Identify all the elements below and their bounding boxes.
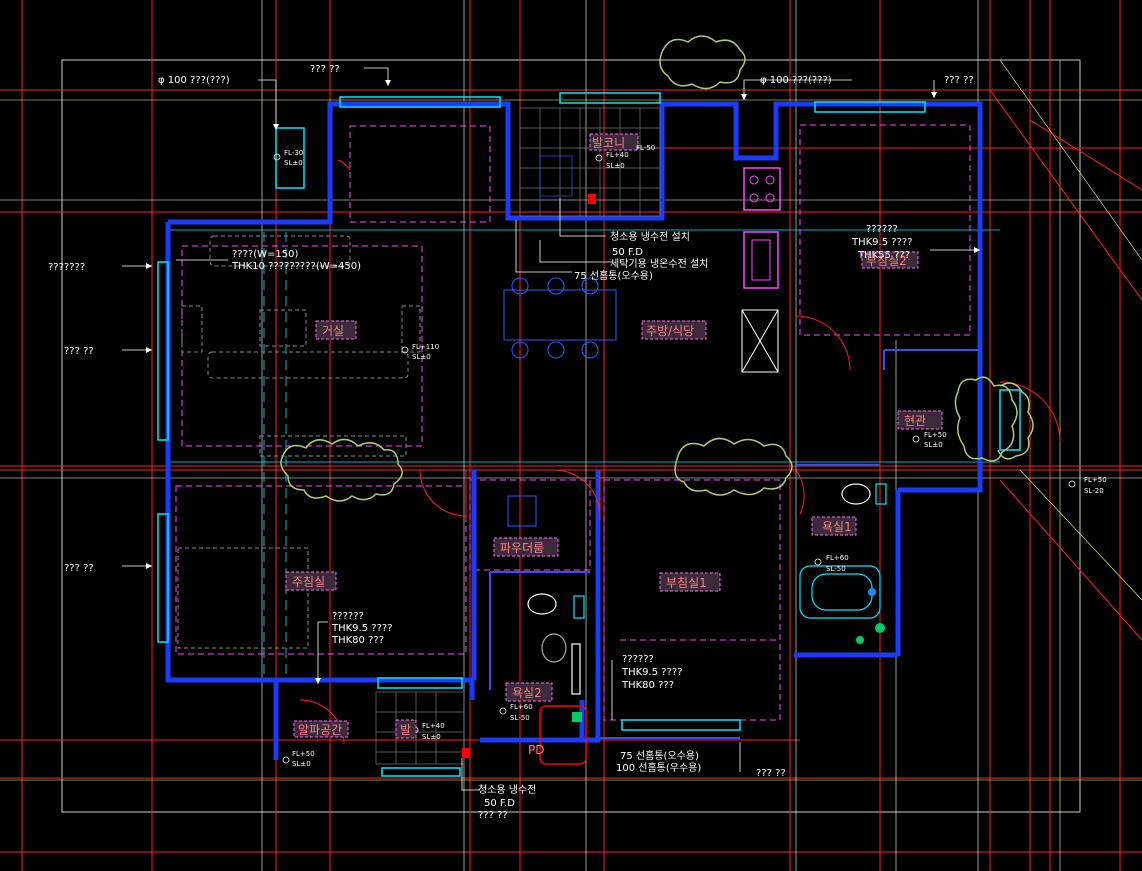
level-fl-p60-bath1: FL+60 <box>826 554 849 562</box>
level-markers <box>273 153 1076 764</box>
room-boundaries <box>175 124 971 721</box>
level-sl-m50-bath1: SL-50 <box>826 565 846 573</box>
level-fl-p110: FL+110 <box>412 343 439 351</box>
room-labels: 거실 주방/식당 파우더룸 주침실 부침실1 욕실1 욕실2 현관 발코니 발 … <box>285 133 943 757</box>
arrow-ticks <box>146 80 980 684</box>
note-br-thk55: THK55 ??? <box>857 250 910 261</box>
room-bath2-label: 욕실2 <box>512 686 542 700</box>
level-sl-0-e: SL±0 <box>292 760 311 768</box>
level-fl-p60-bath2: FL+60 <box>510 703 533 711</box>
room-pd-label: PD <box>528 743 544 757</box>
note-clean-cold: 청소용 냉수전 설치 <box>610 231 690 243</box>
note-top-q1: ??? ?? <box>310 64 340 75</box>
equipment-markers <box>462 194 885 758</box>
annotations: φ 100 ???(???) ??? ?? φ 100 ???(???) ???… <box>48 64 974 821</box>
level-sl-m20: SL-20 <box>1084 487 1104 495</box>
level-fl-m50-top: FL-50 <box>636 144 655 152</box>
note-fd50: 50 F.D <box>612 247 643 258</box>
note-top-right-q: ??? ?? <box>944 75 974 86</box>
level-fl-p40-balcony: FL+40 <box>422 722 445 730</box>
note-clean-cold2: 청소용 냉수전 <box>478 784 536 796</box>
note-mid-thk95: THK9.5 ???? <box>331 623 393 634</box>
note-br-thk95: THK9.5 ???? <box>851 237 913 248</box>
room-bath1-label: 욕실1 <box>822 520 852 534</box>
room-powder-label: 파우더룸 <box>500 541 544 555</box>
note-left-q2: ??? ?? <box>64 346 94 357</box>
note-br-q: ?????? <box>866 224 898 235</box>
level-fl-p50-entrance: FL+50 <box>924 431 947 439</box>
note-drain100: 100 선홈통(우수용) <box>616 761 701 774</box>
level-fl-p50-right: FL+50 <box>1084 476 1107 484</box>
door-swings <box>299 159 1061 745</box>
kitchen-counter <box>741 167 781 373</box>
walls <box>165 101 983 760</box>
note-fd50b: 50 F.D <box>484 798 515 809</box>
balcony-tiles <box>375 107 661 765</box>
note-drain75: 75 선홈통(오수용) <box>574 269 653 282</box>
level-sl-m50-bath2: SL-50 <box>510 714 530 722</box>
dining-set <box>503 277 617 527</box>
note-left-q3: ??? ?? <box>64 563 94 574</box>
furniture <box>177 235 421 649</box>
level-sl-0-b: SL±0 <box>606 162 625 170</box>
note-mid-thk80: THK80 ??? <box>331 635 384 646</box>
level-sl-0-f: SL±0 <box>422 733 441 741</box>
level-sl-0-c: SL±0 <box>412 353 431 361</box>
leader-lines <box>122 67 980 791</box>
planting <box>280 35 1034 502</box>
note-bottom-q: ??? ?? <box>756 768 786 779</box>
level-fl-p40: FL+40 <box>606 151 629 159</box>
level-fl-p50-alpha: FL+50 <box>292 750 315 758</box>
windows <box>157 92 1021 777</box>
note-insul-w150: ????(W=150) <box>232 249 298 260</box>
room-master-label: 주침실 <box>292 575 325 589</box>
note-top-left-pipe: φ 100 ???(???) <box>158 75 230 86</box>
inner-walls <box>489 349 980 739</box>
note-low-thk95: THK9.5 ???? <box>621 667 683 678</box>
room-kitchen-label: 주방/식당 <box>646 324 694 338</box>
note-washer: 세탁기용 냉온수전 설치 <box>610 258 708 270</box>
note-bottom-q2: ??? ?? <box>478 810 508 821</box>
note-left-q1: ??????? <box>48 262 85 273</box>
note-low-q: ?????? <box>622 654 654 665</box>
note-mid-q: ?????? <box>332 611 364 622</box>
room-balcony-bottom-label: 발 <box>400 723 411 737</box>
note-top-right-pipe: φ 100 ???(???) <box>760 75 832 86</box>
room-living-label: 거실 <box>322 324 344 338</box>
bath-fixtures <box>527 483 887 765</box>
note-low-thk80: THK80 ??? <box>621 680 674 691</box>
note-insul-thk10: THK10 ?????????(W=450) <box>231 261 361 272</box>
level-texts: FL-30 SL±0 FL+40 SL±0 FL-50 FL+110 SL±0 … <box>284 144 1107 768</box>
room-balcony-top-label: 발코니 <box>592 136 625 150</box>
level-sl-0-a: SL±0 <box>284 159 303 167</box>
room-entrance-label: 현관 <box>904 414 926 428</box>
room-bed1-label: 부침실1 <box>666 576 707 590</box>
level-sl-0-d: SL±0 <box>924 441 943 449</box>
level-fl-m30: FL-30 <box>284 149 303 157</box>
room-bed2-label: 부침실2 <box>866 254 907 268</box>
note-drain75b: 75 선홈통(오수용) <box>620 749 699 762</box>
room-alpha-label: 알파공간 <box>298 723 342 737</box>
